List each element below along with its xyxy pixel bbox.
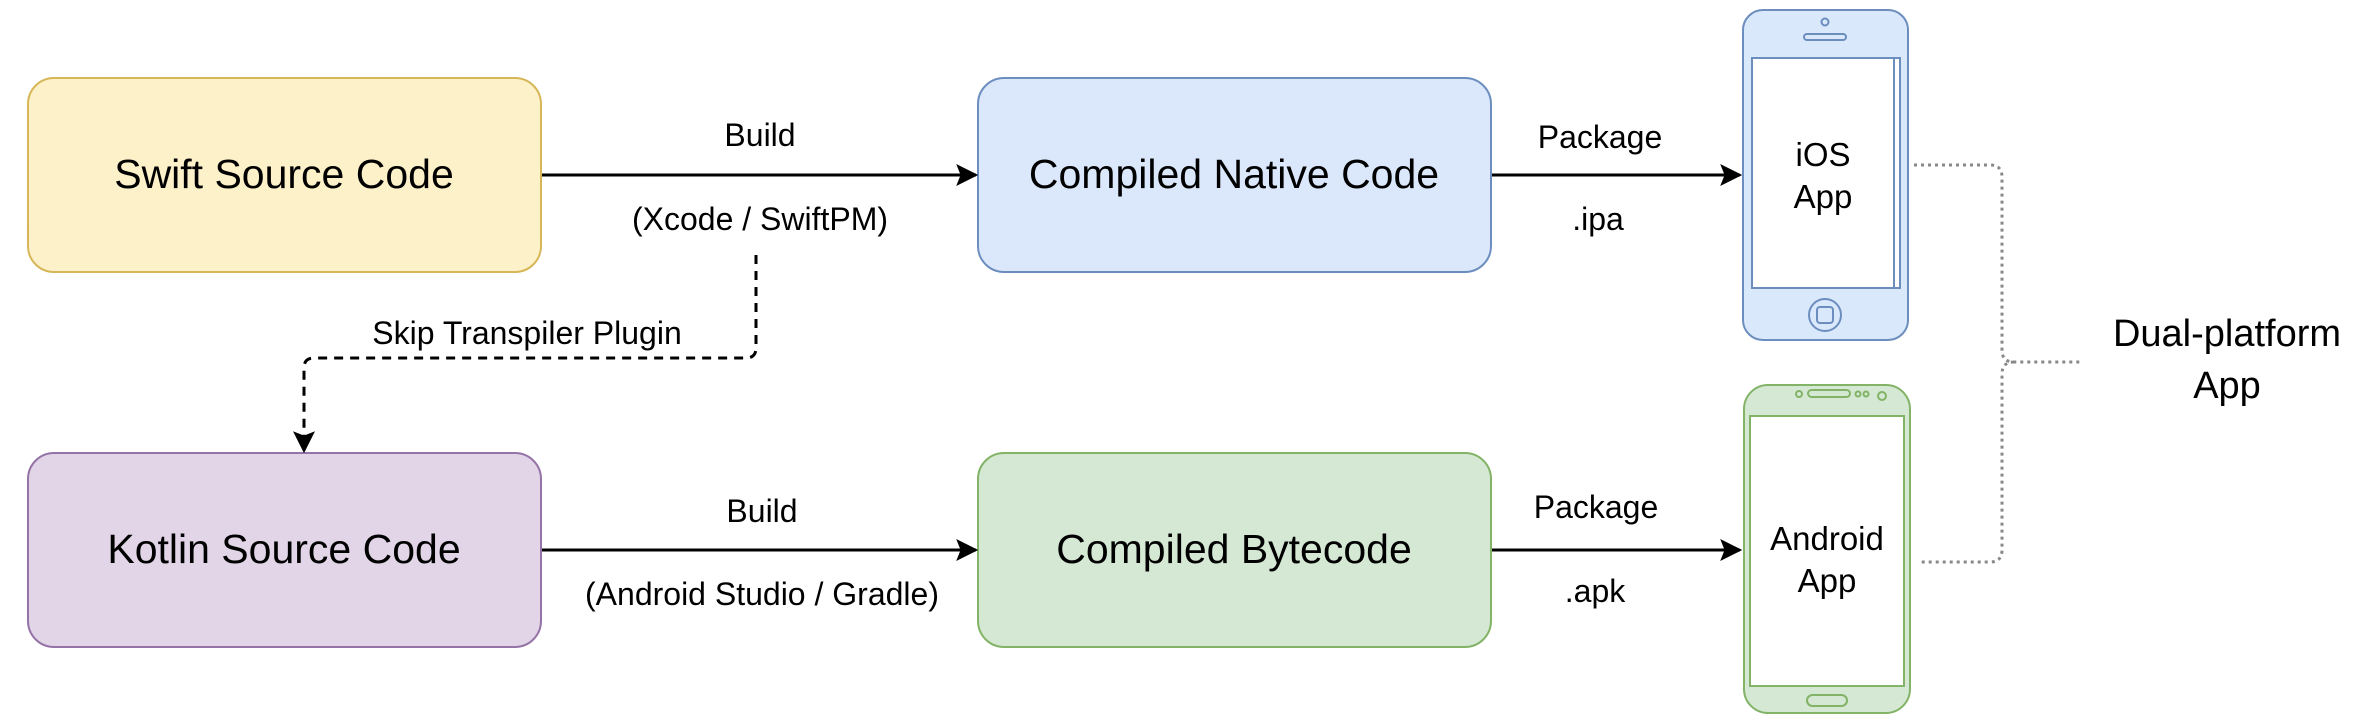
swift-build-tool-label: (Xcode / SwiftPM) — [632, 201, 888, 237]
iphone-home-square-icon — [1816, 306, 1834, 324]
ios-app-label-line1: iOS — [1795, 136, 1850, 173]
edge-native-package: Package .ipa — [1492, 119, 1743, 237]
swift-source-label: Swift Source Code — [114, 151, 454, 197]
bytecode-package-label: Package — [1534, 489, 1659, 525]
brace-dotted-icon — [1914, 163, 2080, 564]
ios-app-label-line2: App — [1794, 178, 1853, 215]
transpile-label: Skip Transpiler Plugin — [372, 315, 681, 351]
edge-swift-build: Build (Xcode / SwiftPM) — [542, 117, 979, 237]
android-screen — [1749, 415, 1905, 687]
android-sensor-icon — [1795, 390, 1803, 398]
android-speaker-icon — [1807, 389, 1851, 398]
dual-platform-label-line2: App — [2193, 365, 2261, 407]
edge-kotlin-build: Build (Android Studio / Gradle) — [542, 493, 979, 612]
native-package-label: Package — [1538, 119, 1663, 155]
iphone-home-button-icon — [1808, 298, 1842, 332]
ios-device: iOS App — [1742, 9, 1909, 341]
compiled-bytecode-label: Compiled Bytecode — [1056, 526, 1412, 572]
native-ipa-label: .ipa — [1572, 201, 1624, 237]
android-dot2-icon — [1862, 390, 1870, 398]
arrow-swift-to-kotlin-dashed — [293, 255, 758, 454]
bytecode-apk-label: .apk — [1565, 573, 1626, 609]
android-dot1-icon — [1854, 390, 1862, 398]
compiled-bytecode-node: Compiled Bytecode — [977, 452, 1492, 648]
swift-source-node: Swift Source Code — [27, 77, 542, 273]
iphone-screen — [1751, 57, 1901, 289]
kotlin-source-box — [27, 452, 542, 648]
edge-transpile: Skip Transpiler Plugin — [293, 255, 758, 454]
kotlin-source-node: Kotlin Source Code — [27, 452, 542, 648]
swift-source-box — [27, 77, 542, 273]
android-app-label-line2: App — [1798, 562, 1857, 599]
kotlin-build-tool-label: (Android Studio / Gradle) — [585, 576, 939, 612]
dual-platform-label-line1: Dual-platform — [2113, 313, 2341, 355]
dual-platform-result: Dual-platform App — [2113, 313, 2341, 407]
compiled-native-label: Compiled Native Code — [1029, 151, 1439, 197]
android-camera-icon — [1877, 391, 1887, 401]
kotlin-build-label: Build — [726, 493, 797, 529]
android-device: Android App — [1743, 384, 1911, 714]
android-app-label-line1: Android — [1770, 520, 1884, 557]
compiled-native-node: Compiled Native Code — [977, 77, 1492, 273]
swift-build-label: Build — [724, 117, 795, 153]
kotlin-source-label: Kotlin Source Code — [107, 526, 460, 572]
edge-bytecode-package: Package .apk — [1492, 489, 1743, 609]
iphone-camera-icon — [1820, 17, 1830, 27]
android-home-button-icon — [1806, 694, 1848, 707]
iphone-speaker-icon — [1803, 33, 1847, 41]
curly-brace-connector — [1914, 163, 2080, 564]
